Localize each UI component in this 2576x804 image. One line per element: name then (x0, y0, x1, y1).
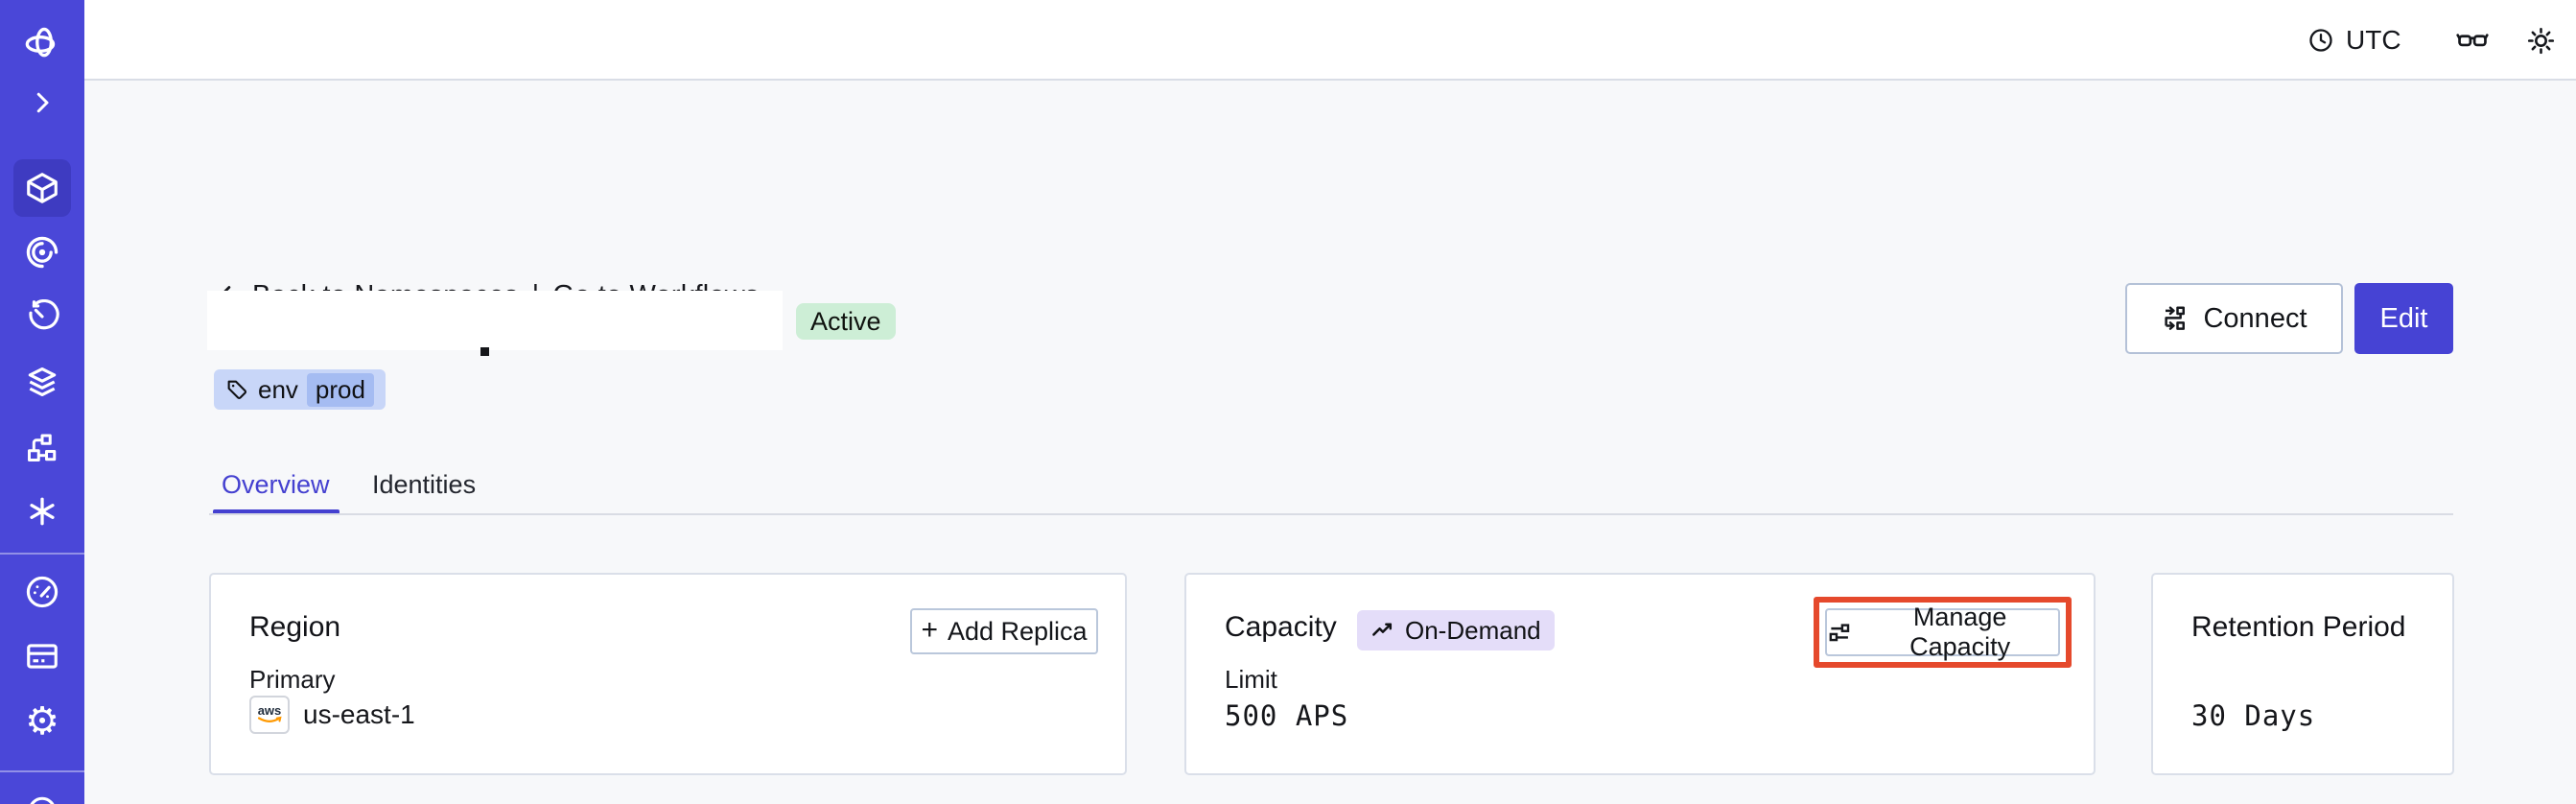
asterisk-icon (30, 497, 55, 526)
retention-card-title: Retention Period (2191, 611, 2406, 643)
sidebar-item-batch-operations[interactable] (0, 418, 84, 476)
sidebar-item-billing[interactable] (0, 627, 84, 685)
edit-button[interactable]: Edit (2354, 283, 2453, 354)
sidebar-item-usage[interactable] (0, 563, 84, 621)
sun-icon (2527, 27, 2555, 54)
clock-history-icon (29, 299, 59, 330)
redacted-namespace-name (207, 291, 783, 350)
spiral-icon (26, 236, 59, 269)
edit-button-label: Edit (2379, 302, 2428, 334)
topbar: UTC (84, 0, 2576, 81)
aws-provider-badge: aws (249, 696, 290, 734)
sidebar-divider-bottom (0, 770, 84, 772)
retention-card: Retention Period 30 Days (2151, 573, 2454, 775)
sidebar-expand-button[interactable] (0, 74, 84, 131)
manage-capacity-button[interactable]: Manage Capacity (1825, 603, 2060, 661)
timezone-selector[interactable]: UTC (2307, 0, 2401, 81)
region-card: Region + Add Replica Primary aws us-east… (209, 573, 1127, 775)
sidebar-item-nexus[interactable] (0, 483, 84, 540)
tab-identities[interactable]: Identities (372, 470, 477, 499)
tag-value: prod (306, 372, 374, 407)
sidebar: ⚙ (0, 0, 84, 804)
manage-capacity-label: Manage Capacity (1909, 603, 2011, 661)
sidebar-item-deployments[interactable] (0, 353, 84, 411)
ondemand-badge: On-Demand (1357, 610, 1555, 650)
timezone-label: UTC (2346, 25, 2401, 55)
sidebar-item-settings[interactable]: ⚙ (0, 693, 84, 750)
plus-icon: + (921, 613, 938, 646)
status-badge: Active (796, 303, 896, 340)
limit-label: Limit (1225, 665, 1277, 694)
region-card-title: Region (249, 611, 341, 643)
gear-icon: ⚙ (25, 699, 59, 744)
help-circle-icon (30, 796, 55, 804)
namespace-tag[interactable]: env prod (214, 369, 386, 410)
tag-icon (227, 380, 247, 399)
credit-card-icon (27, 644, 58, 669)
retention-value: 30 Days (2191, 699, 2316, 732)
sidebar-item-workflows[interactable] (0, 224, 84, 281)
chevron-right-icon (36, 92, 49, 113)
temporal-logo[interactable] (0, 14, 84, 72)
sidebar-item-help[interactable] (0, 787, 84, 804)
glasses-icon (2456, 34, 2489, 47)
layers-icon (28, 367, 57, 397)
main-content: Back to Namespaces | Go to Workflows Act… (84, 83, 2576, 804)
tag-key: env (258, 374, 298, 404)
active-tab-indicator (213, 509, 340, 514)
branch-graph-icon (28, 434, 57, 461)
temporal-logo-icon (25, 27, 56, 58)
connect-button[interactable]: Connect (2125, 283, 2343, 354)
cube-icon (27, 173, 58, 203)
tab-overview[interactable]: Overview (222, 470, 330, 499)
aws-logo-icon: aws (258, 703, 282, 722)
sliders-icon (1829, 623, 1850, 641)
primary-label: Primary (249, 665, 336, 694)
capacity-value: 500 APS (1225, 699, 1349, 732)
ondemand-badge-label: On-Demand (1405, 615, 1541, 645)
region-value: us-east-1 (303, 699, 415, 729)
labs-toggle[interactable] (2456, 0, 2489, 81)
gauge-icon (26, 576, 59, 608)
connect-button-label: Connect (2203, 302, 2307, 334)
tabs-divider (209, 513, 2453, 515)
sidebar-item-schedules[interactable] (0, 288, 84, 345)
capacity-card: Capacity On-Demand Manage Capacity Limit… (1184, 573, 2096, 775)
clock-icon (2309, 29, 2332, 52)
connect-flow-icon (2165, 306, 2186, 330)
aws-logo-text: aws (258, 703, 282, 718)
trending-up-icon (1372, 623, 1393, 636)
sidebar-item-namespaces[interactable] (0, 159, 84, 217)
add-replica-label: Add Replica (947, 616, 1088, 646)
annotation-highlight-box: Manage Capacity (1814, 597, 2072, 668)
capacity-card-title: Capacity (1225, 611, 1337, 643)
sidebar-divider (0, 553, 84, 555)
redaction-artifact-dot (480, 347, 489, 356)
theme-toggle[interactable] (2526, 0, 2556, 81)
add-replica-button[interactable]: + Add Replica (910, 608, 1098, 654)
